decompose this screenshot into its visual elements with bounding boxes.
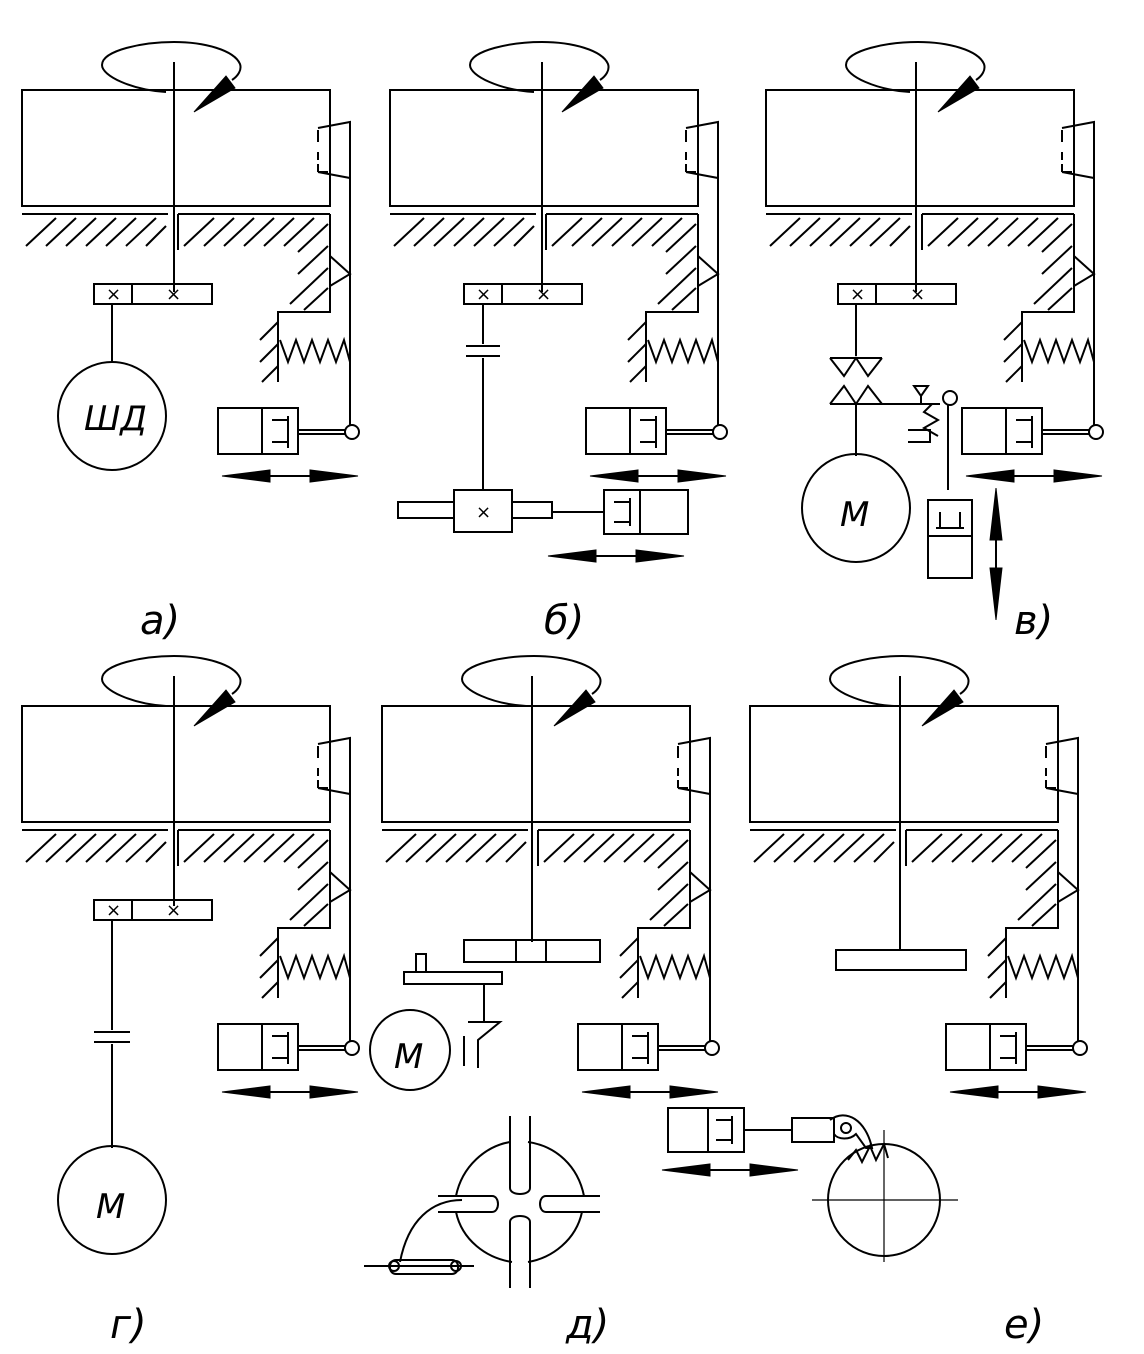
panel-v: М в)	[765, 41, 1104, 644]
drive-v-label: М	[840, 495, 869, 535]
stepper-motor-icon	[57, 361, 167, 471]
panel-b: × б)	[389, 41, 728, 644]
panel-d-label: д)	[565, 1302, 609, 1348]
panel-v-label: в)	[1014, 598, 1053, 644]
panel-g: М г)	[21, 655, 360, 1348]
motor-icon	[57, 1145, 167, 1255]
panel-a: ШД а)	[21, 41, 360, 644]
panel-a-label: а)	[140, 598, 180, 644]
motor-icon	[369, 1009, 451, 1091]
motor-icon	[801, 453, 911, 563]
drive-a-label: ШД	[84, 399, 147, 439]
drive-g-label: М	[96, 1187, 125, 1227]
panel-e-label: е)	[1004, 1302, 1044, 1348]
panel-e: е)	[661, 655, 1088, 1348]
geneva-wheel-icon	[364, 1116, 600, 1288]
panel-g-label: г)	[110, 1302, 147, 1348]
panel-d: М д)	[364, 655, 720, 1348]
svg-text:×: ×	[476, 502, 491, 523]
panel-b-label: б)	[544, 598, 584, 644]
drive-d-label: М	[394, 1037, 423, 1077]
